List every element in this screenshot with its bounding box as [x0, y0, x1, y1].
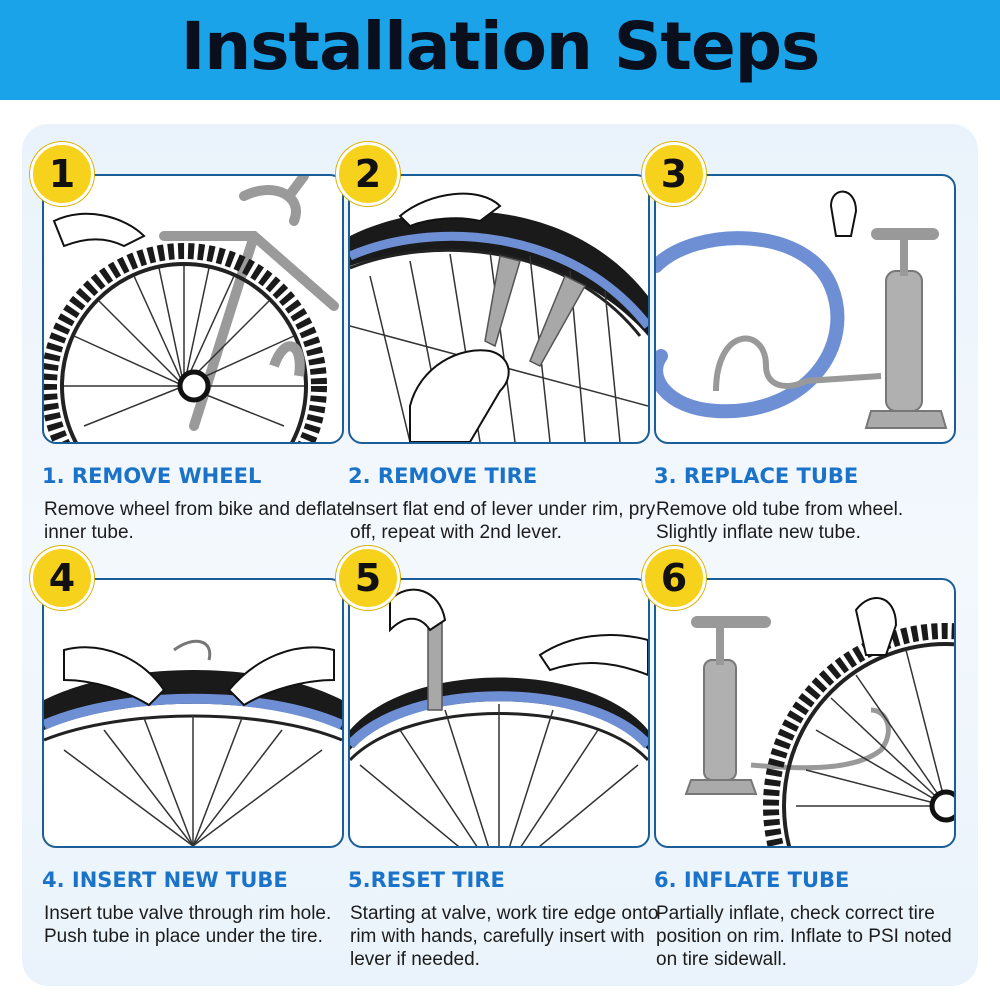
step-illustration-frame [654, 174, 956, 444]
step-illustration-frame [348, 578, 650, 848]
step-number-badge: 3 [642, 142, 706, 206]
step-title: 3. REPLACE TUBE [654, 464, 859, 488]
step-description: Insert flat end of lever under rim, pry … [350, 499, 656, 543]
header-banner: Installation Steps [0, 0, 1000, 100]
step-title: 1. REMOVE WHEEL [42, 464, 262, 488]
inflate-pump-icon [684, 597, 954, 846]
step-description: Partially inflate, check correct tire po… [656, 903, 952, 970]
step-illustration-frame [654, 578, 956, 848]
step-title: 6. INFLATE TUBE [654, 868, 850, 892]
page-title: Installation Steps [180, 8, 821, 85]
step-description: Remove wheel from bike and deflate inner… [44, 499, 353, 543]
insert-tube-icon [44, 639, 342, 846]
step-number-badge: 4 [30, 546, 94, 610]
step-illustration-frame [42, 174, 344, 444]
step-number-badge: 6 [642, 546, 706, 610]
step-title: 4. INSERT NEW TUBE [42, 868, 288, 892]
step-title: 5.RESET TIRE [348, 868, 505, 892]
step-illustration-frame [42, 578, 344, 848]
step-number-badge: 2 [336, 142, 400, 206]
step-number-badge: 5 [336, 546, 400, 610]
step-description: Insert tube valve through rim hole. Push… [44, 903, 332, 947]
step-number-badge: 1 [30, 142, 94, 206]
reset-tire-icon [350, 588, 648, 846]
step-title: 2. REMOVE TIRE [348, 464, 538, 488]
bike-wheel-icon [44, 176, 339, 442]
step-description: Remove old tube from wheel. Slightly inf… [656, 499, 904, 543]
tire-lever-icon [350, 192, 648, 442]
pump-tube-icon [656, 190, 948, 429]
step-description: Starting at valve, work tire edge onto r… [350, 903, 659, 970]
step-illustration-frame [348, 174, 650, 444]
